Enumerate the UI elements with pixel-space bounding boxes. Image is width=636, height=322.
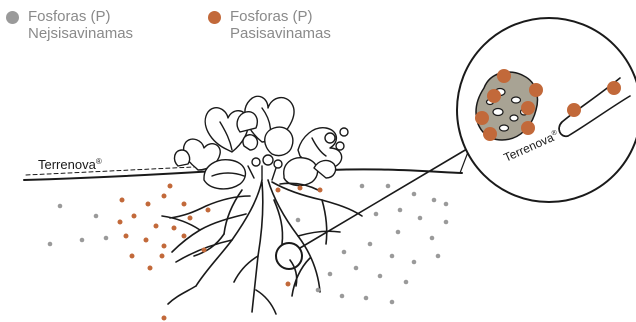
ground-line — [24, 171, 215, 180]
plant-foliage — [175, 96, 348, 189]
root-system — [162, 180, 362, 314]
available-phosphorus-dots — [118, 184, 323, 321]
ground-line-right — [330, 169, 462, 173]
magnified-view — [457, 18, 636, 202]
terrenova-label-mark: ® — [96, 157, 102, 166]
root-zoom-circle — [276, 243, 302, 269]
terrenova-label: Terrenova® — [38, 157, 102, 172]
unavailable-phosphorus-dots — [48, 184, 449, 305]
